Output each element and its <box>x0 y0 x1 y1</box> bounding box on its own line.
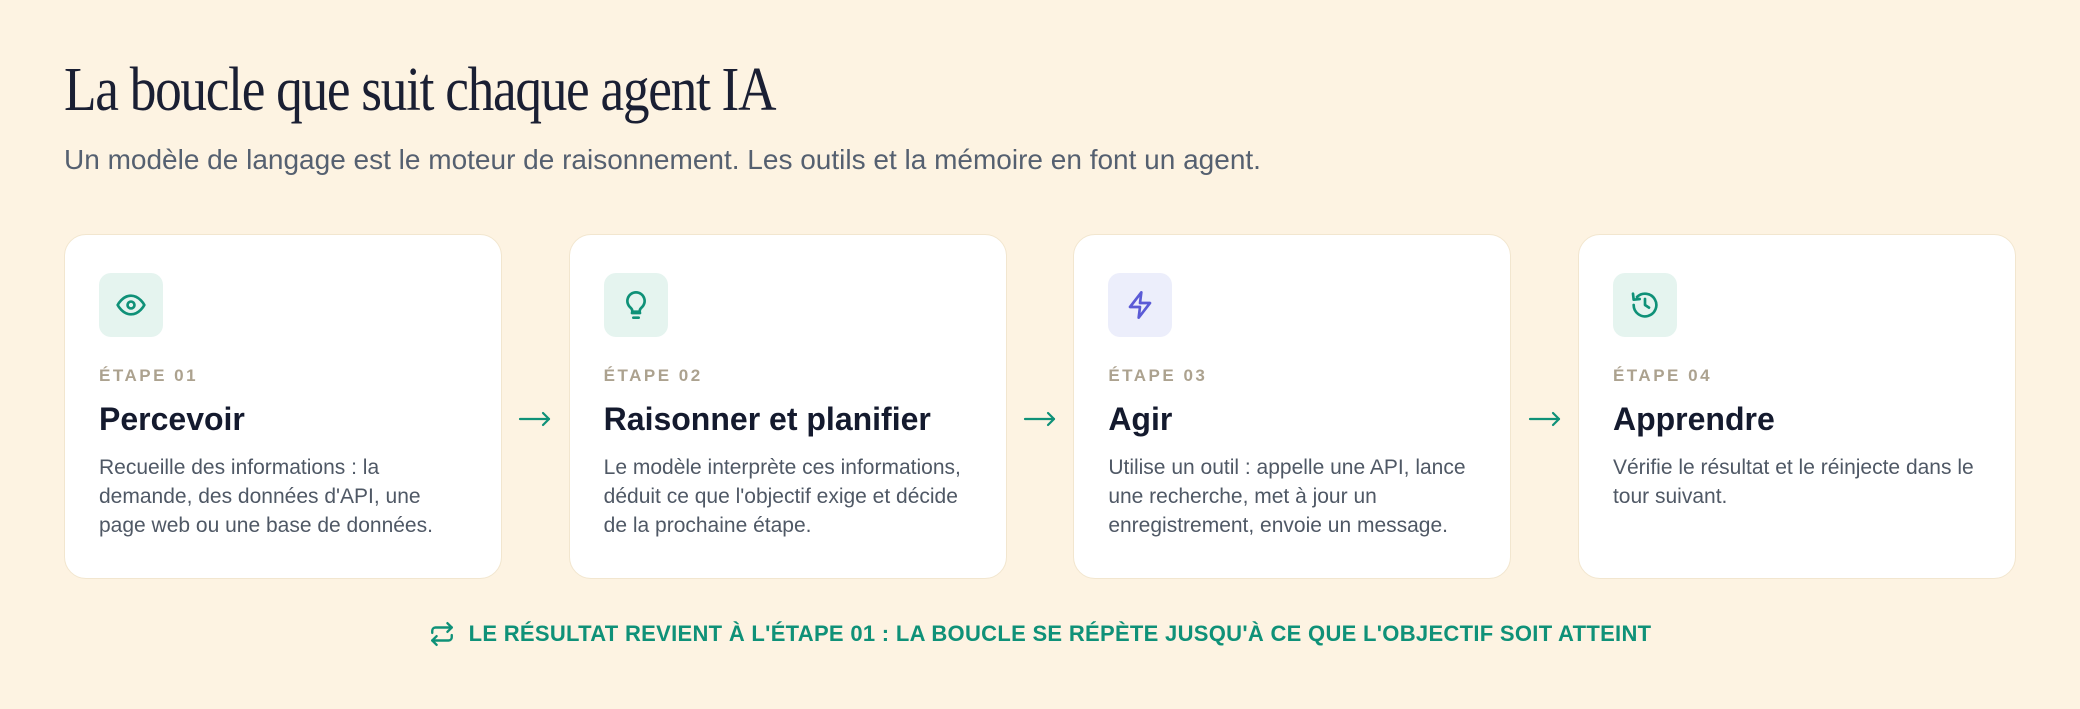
step-label: ÉTAPE 02 <box>603 366 703 385</box>
arrow-right-icon <box>1007 234 1073 579</box>
lightbulb-icon <box>625 291 646 319</box>
step-title: Apprendre <box>1612 401 1775 437</box>
step-label: ÉTAPE 03 <box>1108 366 1208 385</box>
step-title: Raisonner et planifier <box>603 401 931 437</box>
lightning-icon <box>1128 291 1152 319</box>
step-card-percevoir: ÉTAPE 01 Percevoir Recueille des informa… <box>64 234 502 579</box>
step-card-agir: ÉTAPE 03 Agir Utilise un outil : appelle… <box>1073 234 1512 579</box>
step-icon-tile <box>1612 273 1677 337</box>
arrow-right-icon <box>502 234 568 579</box>
loop-text: LE RÉSULTAT REVIENT À L'ÉTAPE 01 : LA BO… <box>468 621 1652 646</box>
step-title: Agir <box>1108 401 1173 437</box>
page-subtitle: Un modèle de langage est le moteur de ra… <box>64 144 1261 175</box>
step-description: Recueille des informations : la demande,… <box>99 456 433 537</box>
repeat-icon <box>430 621 453 647</box>
steps-row: ÉTAPE 01 Percevoir Recueille des informa… <box>64 234 2016 579</box>
step-description: Vérifie le résultat et le réinjecte dans… <box>1612 456 1974 508</box>
step-label: ÉTAPE 04 <box>1612 366 1713 385</box>
page: La boucle que suit chaque agent IA Un mo… <box>64 0 2016 709</box>
step-card-apprendre: ÉTAPE 04 Apprendre Vérifie le résultat e… <box>1577 234 2016 579</box>
page-title: La boucle que suit chaque agent IA <box>64 56 777 124</box>
loop-note: LE RÉSULTAT REVIENT À L'ÉTAPE 01 : LA BO… <box>64 620 2016 648</box>
step-icon-tile <box>1108 273 1173 337</box>
step-icon-tile <box>99 273 163 337</box>
step-title: Percevoir <box>99 401 245 437</box>
arrow-right-icon <box>1512 234 1578 579</box>
step-card-raisonner: ÉTAPE 02 Raisonner et planifier Le modèl… <box>568 234 1007 579</box>
step-icon-tile <box>603 273 668 337</box>
step-description: Utilise un outil : appelle une API, lanc… <box>1108 456 1466 537</box>
history-icon <box>1631 292 1658 318</box>
step-description: Le modèle interprète ces informations, d… <box>603 456 961 537</box>
eye-icon <box>116 294 146 316</box>
step-label: ÉTAPE 01 <box>99 366 199 385</box>
